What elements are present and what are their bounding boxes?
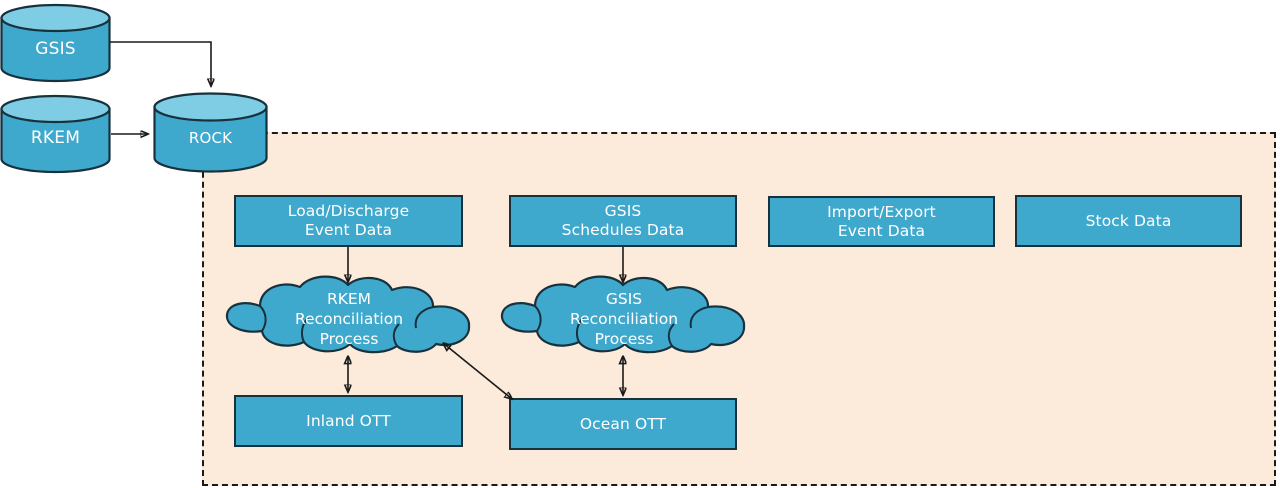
- box-stock-data[interactable]: Stock Data: [1015, 195, 1242, 247]
- cylinder-rock[interactable]: ROCK: [153, 92, 268, 173]
- box-inland-ott[interactable]: Inland OTT: [234, 395, 463, 447]
- cloud-rkem-reconciliation-process[interactable]: RKEM Reconciliation Process: [220, 275, 478, 354]
- cloud-gsis-reconciliation-process[interactable]: GSIS Reconciliation Process: [495, 275, 753, 354]
- connector-gsis-to-rock: [110, 41, 211, 86]
- cylinder-rkem[interactable]: RKEM: [0, 94, 111, 174]
- box-load-discharge-event-data[interactable]: Load/Discharge Event Data: [234, 195, 463, 247]
- box-import-export-event-data[interactable]: Import/Export Event Data: [768, 196, 995, 247]
- box-ocean-ott[interactable]: Ocean OTT: [509, 398, 737, 450]
- cylinder-gsis[interactable]: GSIS: [0, 3, 111, 83]
- box-gsis-schedules-data[interactable]: GSIS Schedules Data: [509, 195, 737, 247]
